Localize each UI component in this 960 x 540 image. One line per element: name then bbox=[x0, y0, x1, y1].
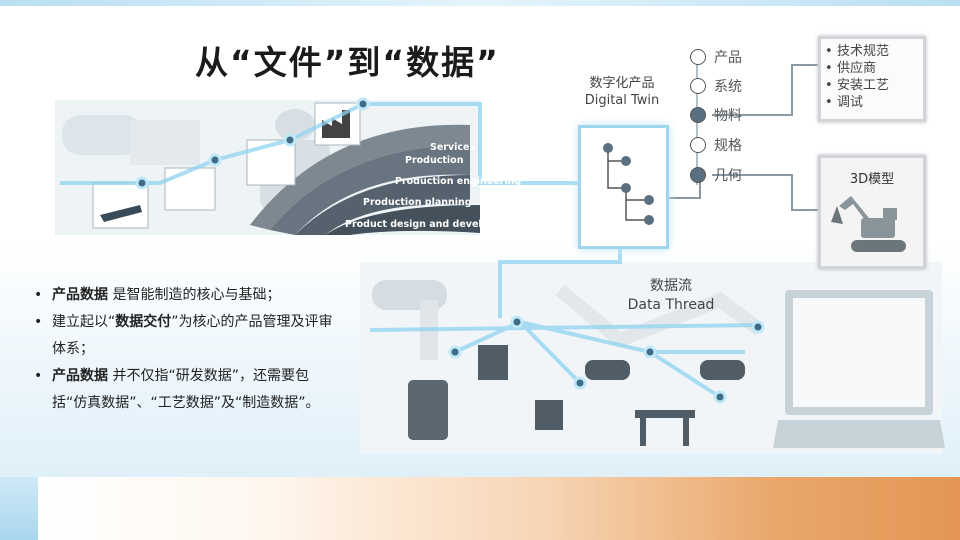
node-spec[interactable]: 规格 bbox=[690, 134, 780, 156]
node-dot-icon bbox=[690, 137, 706, 153]
arrow-band-planning bbox=[295, 175, 470, 235]
slide-title: 从“文件”到“数据” bbox=[195, 43, 500, 82]
arrow-band-design bbox=[325, 205, 480, 235]
bottom-gradient-band bbox=[38, 477, 960, 540]
node-geometry[interactable]: 几何 bbox=[690, 164, 780, 186]
printer-machine-1 bbox=[478, 345, 508, 380]
3d-model-box: 3D模型 bbox=[818, 155, 926, 269]
bottom-left-decor bbox=[0, 477, 38, 540]
bullet-list: 产品数据 是智能制造的核心与基础； 建立起以“数据交付”为核心的产品管理及评审体… bbox=[32, 282, 342, 417]
spec-item: 安装工艺 bbox=[825, 77, 923, 94]
spec-item: 调试 bbox=[825, 94, 923, 111]
stage-production-planning: Production planning bbox=[363, 197, 472, 208]
top-decor-bar bbox=[0, 0, 960, 6]
data-thread-label: 数据流 Data Thread bbox=[616, 277, 726, 315]
stage-services: Services bbox=[430, 142, 476, 153]
bullet-item: 产品数据 是智能制造的核心与基础； bbox=[32, 282, 342, 309]
node-material[interactable]: 物料 bbox=[690, 104, 780, 126]
stage-production: Production bbox=[405, 155, 464, 166]
tablet-device bbox=[408, 380, 448, 440]
digital-twin-en: Digital Twin bbox=[584, 93, 660, 108]
data-thread-cn: 数据流 bbox=[650, 278, 692, 294]
glow-dots-top bbox=[135, 97, 370, 190]
factory-silhouette-left bbox=[62, 115, 142, 155]
node-system[interactable]: 系统 bbox=[690, 75, 780, 97]
digital-twin-cn: 数字化产品 bbox=[589, 76, 655, 91]
digital-twin-box bbox=[578, 125, 669, 249]
factory-icon bbox=[322, 110, 350, 138]
bullet-item: 建立起以“数据交付”为核心的产品管理及评审体系； bbox=[32, 309, 342, 363]
spec-item: 供应商 bbox=[825, 60, 923, 77]
racecar-shape bbox=[100, 205, 142, 222]
digital-twin-label: 数字化产品 Digital Twin bbox=[572, 75, 672, 109]
gantry-machine bbox=[635, 410, 695, 418]
factory-silhouette-mid bbox=[130, 120, 200, 165]
node-dot-icon bbox=[690, 78, 706, 94]
glow-dots-bottom bbox=[448, 315, 765, 404]
arrow-band-production bbox=[270, 145, 470, 235]
robot-arm-2 bbox=[700, 360, 745, 380]
spec-details-box: 技术规范 供应商 安装工艺 调试 bbox=[818, 36, 926, 122]
stage-production-engineering: Production engineering bbox=[395, 176, 522, 187]
stage-product-design: Product design and development bbox=[345, 219, 523, 230]
spec-item: 技术规范 bbox=[825, 43, 923, 60]
3d-model-label: 3D模型 bbox=[849, 172, 895, 187]
assembly-frame bbox=[164, 167, 216, 211]
node-dot-filled-icon bbox=[690, 107, 706, 123]
monitor-base bbox=[773, 420, 945, 448]
tree-icon bbox=[603, 143, 654, 225]
printer-machine-2 bbox=[535, 400, 563, 430]
arrow-band-services bbox=[250, 124, 470, 230]
excavator-icon bbox=[831, 196, 906, 252]
node-dot-filled-icon bbox=[690, 167, 706, 183]
robot-arm-1 bbox=[585, 360, 630, 380]
monitor-screen bbox=[793, 298, 925, 407]
data-thread-en: Data Thread bbox=[627, 297, 715, 313]
node-dot-icon bbox=[690, 49, 706, 65]
node-product[interactable]: 产品 bbox=[690, 46, 780, 68]
bullet-item: 产品数据 并不仅指“研发数据”，还需要包括“仿真数据”、“工艺数据”及“制造数据… bbox=[32, 363, 342, 417]
